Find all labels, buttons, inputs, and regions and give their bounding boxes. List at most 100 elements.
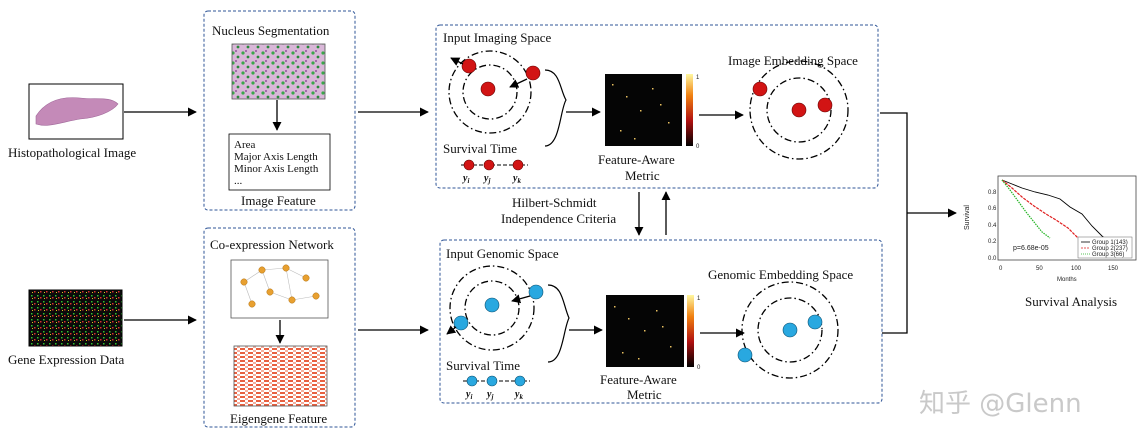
embed-node: [817, 97, 833, 113]
push-arrow: [446, 325, 457, 335]
inner-ring: [462, 64, 518, 120]
metric-label-1: Feature-Aware: [600, 372, 677, 387]
watermark: 知乎 @Glenn: [919, 389, 1082, 419]
yi-label: yi: [465, 389, 472, 401]
yj-label: yj: [483, 173, 490, 185]
survival-node: [512, 159, 524, 171]
survival-xlabel: Months: [1057, 277, 1077, 283]
survival-time-label: Survival Time: [443, 141, 517, 156]
network-edges: [243, 267, 317, 305]
xtick: 150: [1108, 266, 1119, 272]
genomic-panel-border: [439, 239, 883, 404]
embed-outer-ring: [749, 60, 849, 160]
km-curve-group-1: [1001, 179, 1113, 245]
survival-node: [486, 375, 498, 387]
pull-arrow: [511, 294, 531, 304]
outer-ring: [449, 265, 535, 351]
p-value: p=6.68e-05: [1013, 245, 1049, 252]
ytick: 0.0: [988, 256, 997, 262]
genomic-brace: [547, 284, 570, 363]
gene-expression-image: [28, 289, 123, 347]
coexp-panel-border: [203, 227, 356, 428]
ytick: 0.6: [988, 206, 997, 212]
gene-label: Gene Expression Data: [8, 352, 124, 367]
embed-outer-ring: [741, 281, 839, 379]
ytick: 0.2: [988, 239, 997, 245]
yj-label: yj: [486, 389, 493, 401]
network-nodes: [240, 264, 320, 308]
pull-arrow: [509, 78, 528, 88]
image-embedding-title: Image Embedding Space: [728, 53, 858, 68]
network-image: [230, 259, 329, 319]
feature-list-box: [228, 133, 331, 191]
xtick: 100: [1071, 266, 1082, 272]
genomic-embedding-title: Genomic Embedding Space: [708, 267, 853, 282]
legend-label: Group 2(237): [1092, 246, 1128, 252]
nucleus-title: Nucleus Segmentation: [212, 23, 330, 38]
imaging-brace: [544, 69, 567, 147]
survival-plot: Survival 0.0 0.2 0.4 0.6 0.8 0 50 100 15…: [964, 175, 1137, 309]
legend-box: [1077, 236, 1133, 259]
nucleus-panel-border: [203, 10, 356, 211]
km-curve-group-2: [1001, 179, 1091, 249]
histo-label: Histopathological Image: [8, 145, 136, 160]
embed-node: [752, 81, 768, 97]
metric-matrix: [605, 74, 682, 146]
colorbar-top: 1: [696, 75, 700, 81]
hsic-line-1: Hilbert-Schmidt: [512, 195, 597, 210]
genomic-node: [453, 315, 469, 331]
colorbar-bottom: 0: [696, 144, 700, 150]
xtick: 0: [999, 266, 1003, 272]
colorbar-bottom: 0: [697, 365, 701, 371]
inner-ring: [464, 280, 520, 336]
embed-node: [737, 347, 753, 363]
merge-connector: [880, 112, 908, 334]
eigengene-heatmap: [233, 345, 328, 407]
legend-label: Group 3(66): [1092, 252, 1124, 258]
imaging-node: [525, 65, 541, 81]
imaging-panel-border: [435, 24, 879, 189]
survival-node: [514, 375, 526, 387]
colorbar-top: 1: [697, 296, 701, 302]
feature-item: Minor Axis Length: [234, 163, 319, 175]
survival-time-label: Survival Time: [446, 358, 520, 373]
genomic-title: Input Genomic Space: [446, 246, 559, 261]
colorbar: [687, 295, 694, 367]
input-imaging-circles: [448, 50, 541, 134]
imaging-node: [461, 58, 477, 74]
yk-label: yk: [514, 389, 523, 401]
metric-dots: [612, 84, 670, 140]
push-arrow: [450, 57, 464, 66]
embed-inner-ring: [757, 297, 823, 363]
metric-dots: [614, 306, 672, 360]
embed-inner-ring: [766, 77, 832, 143]
embed-node: [791, 102, 807, 118]
coexp-title: Co-expression Network: [210, 237, 334, 252]
embed-node: [782, 322, 798, 338]
imaging-panel: Input Imaging Space Survival Time yi yj …: [435, 24, 879, 189]
metric-label-2: Metric: [625, 168, 660, 183]
metric-label-1: Feature-Aware: [598, 152, 675, 167]
coexp-panel: Co-expression Network Eigengene Feature: [203, 227, 356, 428]
ytick: 0.4: [988, 223, 997, 229]
survival-node: [466, 375, 478, 387]
feature-item: Major Axis Length: [234, 151, 318, 163]
outer-ring: [448, 50, 532, 134]
feature-item: Area: [234, 139, 255, 151]
colorbar: [686, 74, 693, 146]
nucleus-panel: Nucleus Segmentation Area Major Axis Len…: [203, 10, 356, 211]
survival-node: [483, 159, 495, 171]
feature-item: ...: [234, 175, 243, 187]
tissue-slide-shape: [35, 97, 119, 126]
hsic-line-2: Independence Criteria: [501, 211, 616, 226]
embed-node: [807, 314, 823, 330]
segmentation-image: [231, 43, 326, 100]
genomic-node: [528, 284, 544, 300]
km-curve-group-3: [1001, 179, 1051, 239]
image-feature-caption: Image Feature: [241, 193, 316, 208]
gene-input: Gene Expression Data: [8, 289, 124, 367]
survival-caption: Survival Analysis: [1025, 294, 1117, 309]
genomic-node: [484, 297, 500, 313]
survival-node: [463, 159, 475, 171]
